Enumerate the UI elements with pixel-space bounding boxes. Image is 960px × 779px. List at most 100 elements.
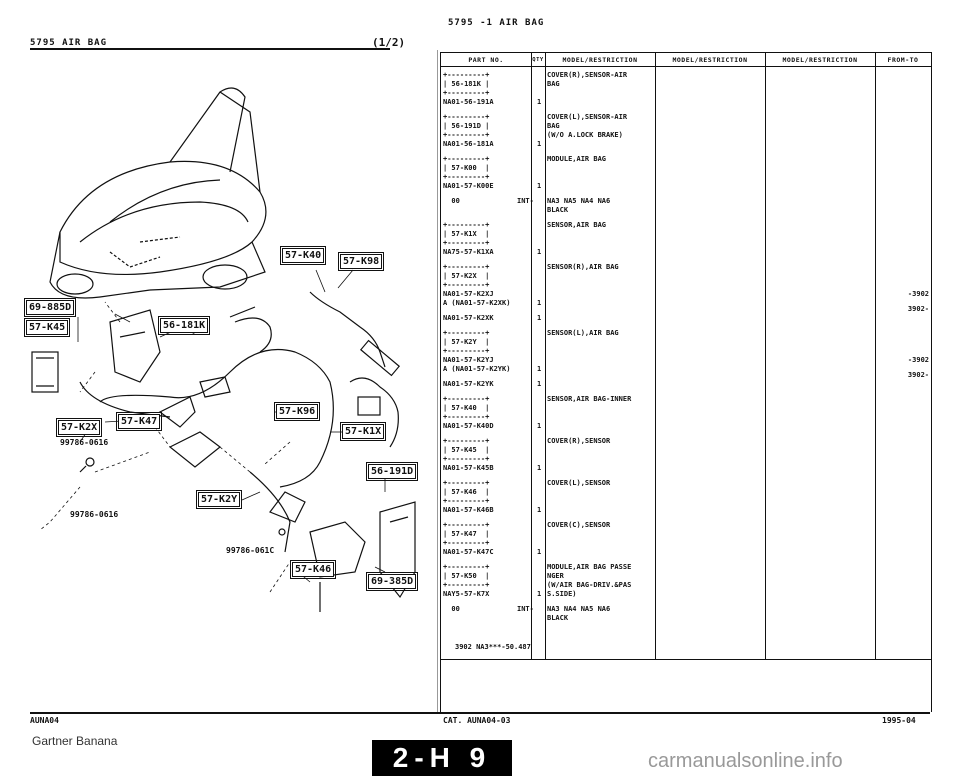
col-model-restriction-3: MODEL/RESTRICTION (765, 53, 875, 67)
table-row: +---------+ | 57-K45 | +---------+ NA01-… (441, 437, 931, 473)
quantity: 1 (537, 314, 542, 322)
table-row: +---------+ | 57-K47 | +---------+ NA01-… (441, 521, 931, 557)
part-description: MODULE,AIR BAG (547, 155, 607, 163)
quantity: 1 (537, 365, 542, 373)
catalog-code: AUNA04 (30, 716, 59, 725)
part-description: COVER(L),SENSOR-AIR BAG (W/O A.LOCK BRAK… (547, 113, 628, 139)
table-row: +---------+ | 57-K40 | +---------+ NA01-… (441, 395, 931, 431)
brand-text: Gartner Banana (32, 734, 118, 748)
table-row: +---------+ | 57-K50 | +---------+ NAY5-… (441, 563, 931, 599)
part-description: NA3 NA4 NA5 NA6 BLACK (547, 605, 611, 622)
col-model-restriction-2: MODEL/RESTRICTION (655, 53, 765, 67)
table-row: 00 INT- NA3 NA5 NA4 NA6 BLACK (441, 197, 931, 215)
part-description: MODULE,AIR BAG PASSE NGER (W/AIR BAG-DRI… (547, 563, 632, 598)
callout-57-K45: 57-K45 (23, 318, 71, 337)
table-row: +---------+ | 56-191D | +---------+ NA01… (441, 113, 931, 149)
col-divider (765, 53, 766, 659)
col-qty: QTY (531, 53, 545, 67)
callout-57-K98: 57-K98 (337, 252, 385, 271)
watermark: carmanualsonline.info (648, 750, 843, 772)
col-from-to: FROM-TO (875, 53, 931, 67)
quantity: INT- (517, 197, 534, 205)
part-description: COVER(C),SENSOR (547, 521, 611, 529)
callout-69-885D: 69-885D (23, 298, 77, 317)
table-row: +---------+ | 57-K46 | +---------+ NA01-… (441, 479, 931, 515)
quantity: 1 (537, 380, 542, 388)
col-divider (655, 53, 656, 659)
callout-57-K46: 57-K46 (289, 560, 337, 579)
part-description: COVER(L),SENSOR (547, 479, 611, 487)
section-header-right: 5795 -1 AIR BAG (448, 18, 545, 28)
fastener-label: 99786-0616 (60, 438, 109, 447)
quantity: INT- (517, 605, 534, 613)
table-row: +---------+ | 57-K00 | +---------+ NA01-… (441, 155, 931, 191)
callout-69-385D: 69-385D (365, 572, 419, 591)
part-number: +---------+ | 57-K2Y | +---------+ NA01-… (443, 329, 511, 373)
section-header-left: 5795 AIR BAG (30, 38, 108, 48)
callout-57-K47: 57-K47 (115, 412, 163, 431)
from-to-value: -3902 (907, 290, 929, 298)
table-row: NA01-57-K2XK 1 3902- (441, 305, 931, 323)
fastener-label: 99786-0616 (70, 510, 119, 519)
col-divider (545, 53, 546, 659)
quantity: 1 (537, 548, 542, 556)
fastener-label: 99786-061C (226, 546, 275, 555)
part-description: COVER(R),SENSOR-AIR BAG (547, 71, 628, 88)
part-number: 00 (443, 605, 460, 613)
table-footnote: 3902 NA3***-50.487 (455, 643, 531, 651)
header-rule (30, 48, 390, 50)
table-row: +---------+ | 56-181K | +---------+ NA01… (441, 71, 931, 107)
part-description: COVER(R),SENSOR (547, 437, 611, 445)
callout-57-K2Y: 57-K2Y (195, 490, 243, 509)
footer-rule (30, 712, 930, 714)
callout-56-191D: 56-191D (365, 462, 419, 481)
from-to-value: 3902- (907, 305, 929, 313)
part-number: 00 (443, 197, 460, 205)
quantity: 1 (537, 464, 542, 472)
parts-table: PART NO. QTY MODEL/RESTRICTION MODEL/RES… (440, 52, 932, 660)
col-part-no: PART NO. (441, 53, 531, 67)
part-number: +---------+ | 56-181K | +---------+ NA01… (443, 71, 494, 106)
quantity: 1 (537, 506, 542, 514)
part-number: +---------+ | 56-191D | +---------+ NA01… (443, 113, 494, 148)
quantity: 1 (537, 182, 542, 190)
part-number: NA01-57-K2XK (443, 314, 494, 322)
quantity: 1 (537, 590, 542, 598)
page-divider (437, 50, 438, 712)
table-row: +---------+ | 57-K2Y | +---------+ NA01-… (441, 329, 931, 374)
part-description: SENSOR(R),AIR BAG (547, 263, 619, 271)
part-description: SENSOR,AIR BAG-INNER (547, 395, 632, 403)
callout-57-K40: 57-K40 (279, 246, 327, 265)
from-to-value: 3902- (907, 371, 929, 379)
part-description: SENSOR,AIR BAG (547, 221, 607, 229)
quantity: 1 (537, 422, 542, 430)
table-row: +---------+ | 57-K2X | +---------+ NA01-… (441, 263, 931, 308)
page-id-badge: 2-H 9 (372, 740, 512, 776)
callout-57-K1X: 57-K1X (339, 422, 387, 441)
from-to-value: -3902 (907, 356, 929, 364)
quantity: 1 (537, 299, 542, 307)
table-row: 00 INT- NA3 NA4 NA5 NA6 BLACK (441, 605, 931, 623)
quantity: 1 (537, 140, 542, 148)
part-number: +---------+ | 57-K40 | +---------+ NA01-… (443, 395, 494, 430)
catalog-number: CAT. AUNA04-03 (443, 716, 511, 725)
callout-57-K2X: 57-K2X (55, 418, 103, 437)
part-number: +---------+ | 57-K2X | +---------+ NA01-… (443, 263, 511, 307)
part-number: +---------+ | 57-K00 | +---------+ NA01-… (443, 155, 494, 190)
part-description: NA3 NA5 NA4 NA6 BLACK (547, 197, 611, 214)
page-number: (1/2) (372, 36, 406, 49)
part-number: +---------+ | 57-K50 | +---------+ NAY5-… (443, 563, 490, 598)
diagram-drawing (31, 87, 416, 612)
part-number: +---------+ | 57-K47 | +---------+ NA01-… (443, 521, 494, 556)
col-divider (531, 53, 532, 659)
table-bottom-box (440, 660, 932, 712)
col-divider (875, 53, 876, 659)
table-row: +---------+ | 57-K1X | +---------+ NA75-… (441, 221, 931, 257)
part-number: +---------+ | 57-K1X | +---------+ NA75-… (443, 221, 494, 256)
exploded-diagram: 57-K40 57-K98 69-885D 57-K45 56-181K 57-… (20, 52, 436, 692)
col-model-restriction-1: MODEL/RESTRICTION (545, 53, 655, 67)
part-number: +---------+ | 57-K45 | +---------+ NA01-… (443, 437, 494, 472)
part-description: SENSOR(L),AIR BAG (547, 329, 619, 337)
catalog-date: 1995-04 (882, 716, 916, 725)
